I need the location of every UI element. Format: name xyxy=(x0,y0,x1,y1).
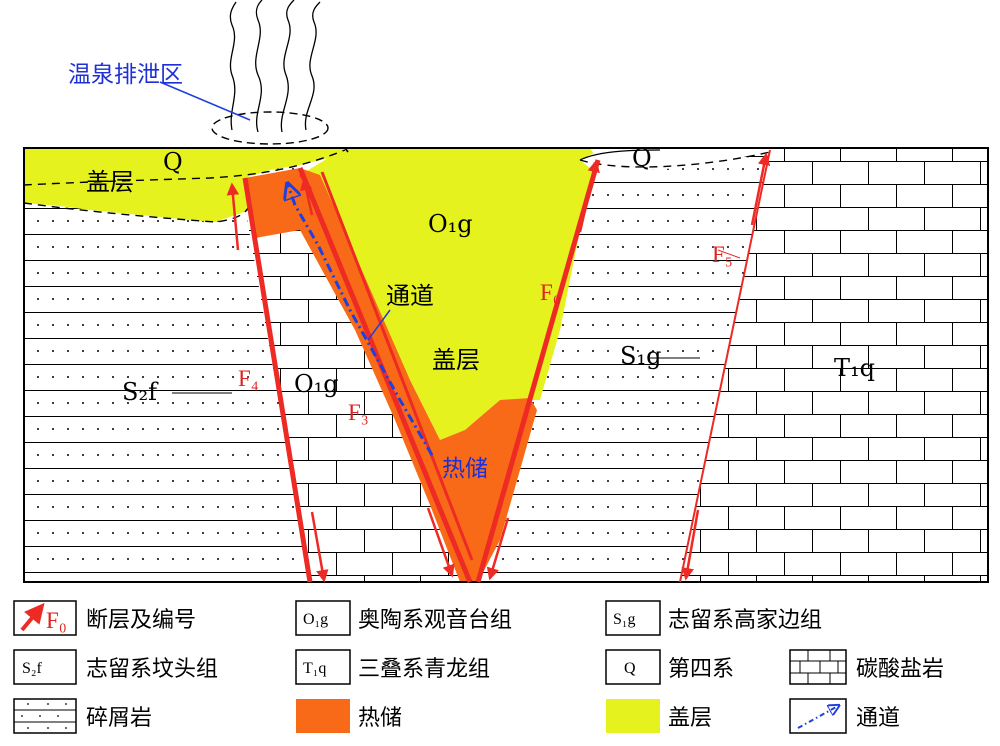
legend-s1g: S₁g 志留系高家边组 xyxy=(605,600,822,636)
svg-text:奥陶系观音台组: 奥陶系观音台组 xyxy=(358,608,512,633)
svg-text:S₁g: S₁g xyxy=(613,611,635,628)
label-f3: F₃ xyxy=(348,400,369,425)
legend-carbonate: 碳酸盐岩 xyxy=(789,649,944,685)
svg-text:三叠系青龙组: 三叠系青龙组 xyxy=(358,657,490,682)
faults xyxy=(242,149,771,583)
svg-text:S₂f: S₂f xyxy=(22,660,42,677)
s2f-clastic-block xyxy=(24,148,310,582)
legend-cap: 盖层 xyxy=(606,699,712,733)
label-q-right: Q xyxy=(632,144,652,172)
steam-lines xyxy=(229,0,321,133)
legend: F₀ 断层及编号 O₁g 奥陶系观音台组 S₁g 志留系高家边组 S₂f 志留系… xyxy=(13,600,944,734)
svg-text:志留系坟头组: 志留系坟头组 xyxy=(86,657,218,682)
fault-f3 xyxy=(297,167,473,583)
label-f4: F₄ xyxy=(238,366,259,391)
label-s2f: S₂f xyxy=(122,378,159,406)
label-o1g-mid: O₁g xyxy=(294,370,339,398)
label-reservoir: 热储 xyxy=(442,456,488,482)
label-o1g-top: O₁g xyxy=(428,210,473,238)
label-cap-top: 盖层 xyxy=(86,168,134,196)
legend-s2f: S₂f 志留系坟头组 xyxy=(13,649,218,685)
legend-t1q: T₁q 三叠系青龙组 xyxy=(295,649,490,685)
cap-lower-dashed xyxy=(23,202,249,223)
svg-text:F₀: F₀ xyxy=(46,608,67,633)
label-cap-mid: 盖层 xyxy=(432,346,480,374)
svg-text:通道: 通道 xyxy=(856,706,900,731)
label-f0: F₀ xyxy=(540,280,561,305)
legend-clastic: 碎屑岩 xyxy=(13,698,152,734)
s1g-clastic-block xyxy=(480,150,770,582)
label-t1q: T₁q xyxy=(834,354,875,382)
fluid-channel xyxy=(288,185,434,456)
label-q-left: Q xyxy=(163,148,183,176)
spring-discharge-ellipse xyxy=(211,111,329,145)
t1q-carbonate-block xyxy=(680,148,988,582)
svg-text:断层及编号: 断层及编号 xyxy=(86,608,196,633)
legend-reservoir: 热储 xyxy=(296,699,402,733)
label-f5: F₅ xyxy=(712,242,733,267)
svg-text:碎屑岩: 碎屑岩 xyxy=(86,706,152,731)
legend-channel: 通道 xyxy=(789,698,900,734)
legend-o1g: O₁g 奥陶系观音台组 xyxy=(295,600,512,636)
svg-text:O₁g: O₁g xyxy=(303,611,328,628)
svg-text:第四系: 第四系 xyxy=(668,657,734,682)
svg-text:热储: 热储 xyxy=(358,706,402,731)
label-channel: 通道 xyxy=(386,282,434,310)
cap-upper-dashed xyxy=(23,149,346,186)
svg-text:志留系高家边组: 志留系高家边组 xyxy=(668,608,822,633)
legend-q: Q 第四系 xyxy=(605,649,734,685)
svg-text:Q: Q xyxy=(624,660,636,677)
fault-f0 xyxy=(475,159,601,583)
fault-f5 xyxy=(679,149,771,583)
fault-f4 xyxy=(242,177,313,583)
section-frame xyxy=(23,147,989,583)
label-s1g: S₁g xyxy=(620,342,661,370)
fault-arrows xyxy=(226,152,771,583)
cap-layer-center xyxy=(305,148,598,440)
o1g-carbonate-block xyxy=(240,175,470,582)
svg-text:盖层: 盖层 xyxy=(668,706,712,731)
cap-layer-left xyxy=(24,148,345,222)
svg-text:碳酸盐岩: 碳酸盐岩 xyxy=(856,657,944,682)
thermal-reservoir xyxy=(245,168,537,582)
legend-fault: F₀ 断层及编号 xyxy=(13,600,196,636)
label-hot-spring-zone: 温泉排泄区 xyxy=(68,62,183,88)
svg-text:T₁q: T₁q xyxy=(303,660,326,677)
